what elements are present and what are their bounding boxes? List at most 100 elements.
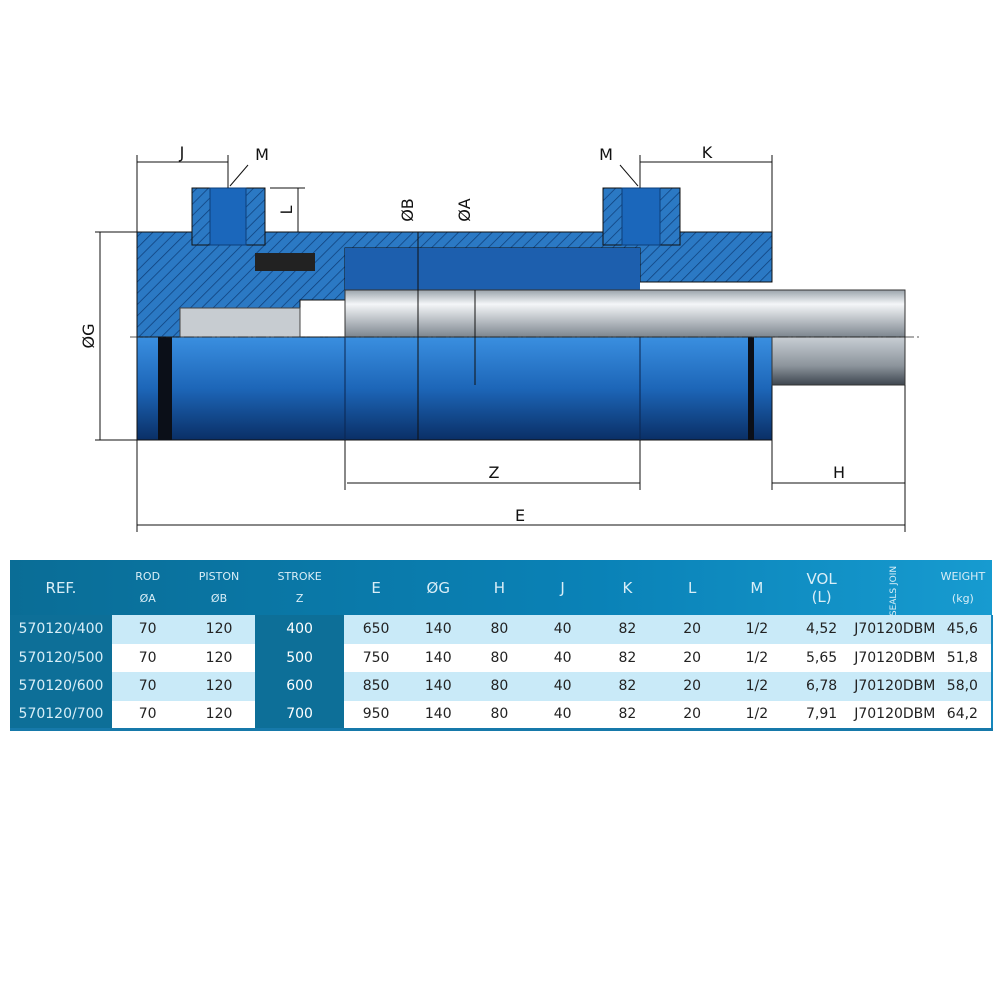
column-header-label: ØG [426,579,450,597]
column-header: K [595,560,659,615]
column-header-label: STROKE [277,569,322,583]
column-header-label: PISTON [198,569,240,583]
table-cell: 51,8 [933,643,994,672]
dim-label-e: E [515,506,525,525]
table-cell: 570120/700 [10,700,112,729]
table-cell: 400 [254,615,345,644]
table-cell: 140 [407,615,469,644]
column-header: VOL(L) [789,560,854,615]
column-header-label: VOL [806,570,837,588]
table-cell: 40 [530,643,596,672]
dim-label-j: J [179,143,185,162]
dim-label-l: L [277,205,296,214]
dim-label-k: K [702,143,713,162]
table-cell: 650 [344,615,408,644]
table-cell: 570120/600 [10,672,112,701]
column-header-sublabel: (kg) [951,591,974,605]
table-cell: 1/2 [724,672,789,701]
column-header-sublabel: (L) [811,588,832,606]
table-cell: 140 [407,643,469,672]
column-header-label: WEIGHT [940,569,986,583]
column-header-label: E [371,579,381,597]
table-cell: 120 [183,672,255,701]
table-cell: 140 [407,700,469,729]
table-cell: 82 [595,672,660,701]
table-cell: 1/2 [724,643,789,672]
table-cell: 64,2 [933,700,994,729]
column-header: M [725,560,789,615]
column-header: E [344,560,407,615]
column-header: STROKE Z [255,560,345,615]
dim-label-m-right: M [599,145,613,164]
table-cell: 70 [111,700,184,729]
column-header: J [530,560,595,615]
table-cell: 45,6 [933,615,994,644]
column-header: H [469,560,530,615]
table-cell: J70120DBM [854,643,935,672]
table-cell: 7,91 [788,700,855,729]
column-header: L [660,560,725,615]
table-cell: 950 [344,700,408,729]
table-cell: 120 [183,700,255,729]
table-cell: 80 [468,672,531,701]
dim-label-rod-diameter: ØA [455,198,474,222]
table-cell: 80 [468,615,531,644]
table-cell: 70 [111,615,184,644]
table-cell: 58,0 [933,672,994,701]
table-cell: 40 [530,672,596,701]
table-cell: 6,78 [788,672,855,701]
table-cell: 82 [595,615,660,644]
column-header: ROD ØA [112,560,183,615]
table-cell: 4,52 [788,615,855,644]
column-header-sublabel: Z [295,591,304,605]
column-header-label: L [687,579,697,597]
dim-label-h: H [833,463,845,482]
table-cell: 570120/400 [10,615,112,644]
table-cell: 600 [254,672,345,701]
column-header-label: SEALS JOIN [889,565,899,617]
table-cell: 82 [595,643,660,672]
table-cell: 750 [344,643,408,672]
table-cell: 80 [468,700,531,729]
dim-label-piston-diameter: ØB [398,198,417,222]
table-cell: 20 [659,700,725,729]
cylinder-drawing: J M M K L ØB ØA ØG Z H E [79,143,920,532]
table-cell: 1/2 [724,700,789,729]
table-cell: 80 [468,643,531,672]
table-cell: 40 [530,615,596,644]
column-header: WEIGHT (kg) [934,560,992,615]
table-cell: 850 [344,672,408,701]
table-cell: 1/2 [724,615,789,644]
table-cell: J70120DBM [854,615,935,644]
column-header-label: ROD [135,569,161,583]
table-cell: 20 [659,615,725,644]
column-header-label: M [750,579,764,597]
dim-label-m-left: M [255,145,269,164]
table-cell: 140 [407,672,469,701]
table-cell: 20 [659,672,725,701]
table-cell: 70 [111,672,184,701]
column-header-label: H [493,579,506,597]
table-cell: 120 [183,615,255,644]
column-header: REF. [10,560,112,615]
table-cell: 82 [595,700,660,729]
column-header-sublabel: ØA [139,591,156,605]
table-cell: 500 [254,643,345,672]
column-header-label: REF. [45,579,77,597]
dim-label-z: Z [489,463,500,482]
table-cell: 120 [183,643,255,672]
table-cell: 70 [111,643,184,672]
column-header: ØG [408,560,469,615]
column-header-label: J [560,579,565,597]
table-cell: 40 [530,700,596,729]
table-cell: 20 [659,643,725,672]
table-cell: 5,65 [788,643,855,672]
cylinder-body-lower [136,336,773,441]
piston-rod [344,289,906,338]
